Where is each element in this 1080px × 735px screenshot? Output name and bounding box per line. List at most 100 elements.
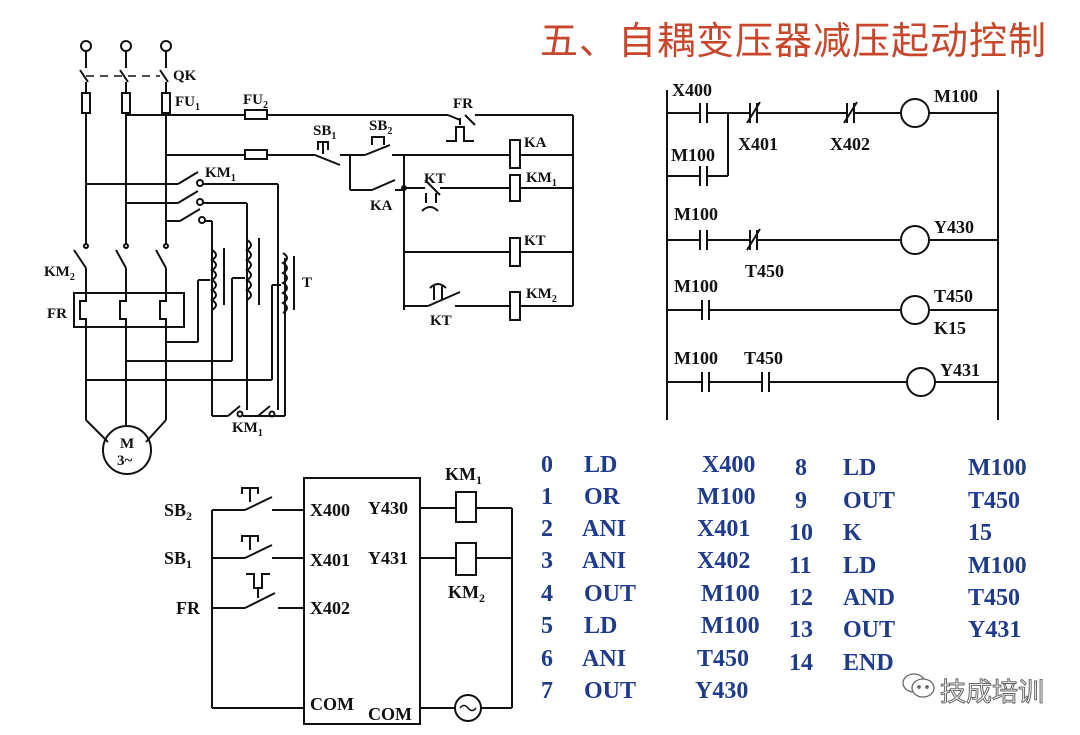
plc-terminal-com-out: COM — [368, 704, 412, 724]
main-circuit-diagram: QK FU1 FU2 KM1 KM2 FR T KM1 M 3~ SB1 SB2… — [44, 40, 574, 475]
step-number: 2 — [541, 516, 553, 542]
ladder-label-t450-r4: T450 — [744, 348, 783, 368]
plc-terminal-x401: X401 — [310, 550, 350, 570]
label-ka-coil: KA — [524, 135, 547, 151]
label-km2-coil: KM2 — [526, 286, 557, 305]
step-number: 8 — [795, 455, 807, 481]
plc-label-sb2: SB2 — [164, 500, 192, 523]
label-sb1: SB1 — [313, 123, 336, 142]
km2-main-contacts — [73, 243, 169, 292]
sb1-stop-button — [314, 141, 350, 166]
ladder-label-x402: X402 — [830, 134, 870, 154]
ladder-diagram: X400 X401 X402 M100 M100 M100 T450 Y430 … — [666, 80, 999, 420]
plc-output-km2-coil — [455, 542, 477, 576]
ladder-label-x401: X401 — [738, 134, 778, 154]
plc-terminal-com-in: COM — [310, 694, 354, 714]
step-number: 10 — [789, 520, 813, 546]
kt-no-delay-contact — [404, 283, 510, 307]
step-op: END — [843, 650, 894, 676]
step-operand: X401 — [697, 516, 751, 542]
ladder-label-t450-r2: T450 — [745, 261, 784, 281]
label-t: T — [302, 275, 312, 291]
step-operand: T450 — [697, 646, 750, 672]
kt-nc-delay-contact — [404, 179, 510, 212]
plc-terminal-y431: Y431 — [368, 548, 408, 568]
step-number: 3 — [541, 548, 553, 574]
label-fu2: FU2 — [243, 92, 268, 111]
step-op: OUT — [843, 617, 896, 643]
ka-coil — [509, 139, 521, 169]
step-operand: M100 — [968, 553, 1027, 579]
step-operand: X400 — [702, 452, 756, 478]
fr-thermal-relay — [73, 292, 185, 328]
step-operand: X402 — [697, 548, 751, 574]
ladder-label-m100-r4: M100 — [674, 348, 718, 368]
plc-input-fr — [212, 573, 304, 609]
plc-label-km1: KM1 — [445, 464, 482, 487]
step-op: ANI — [582, 646, 627, 672]
label-motor-phase: 3~ — [117, 453, 133, 469]
ladder-label-x400: X400 — [672, 80, 712, 100]
step-operand: M100 — [701, 613, 760, 639]
label-km1-bottom: KM1 — [232, 420, 263, 439]
step-op: K — [843, 520, 862, 546]
step-number: 6 — [541, 646, 553, 672]
kt-coil — [509, 237, 521, 267]
fu2-fuse — [244, 109, 268, 120]
ladder-label-coil-y431: Y431 — [940, 360, 980, 380]
km1-main-contacts — [86, 171, 279, 410]
ladder-label-m100-r3: M100 — [674, 276, 718, 296]
label-motor: M — [120, 436, 134, 452]
ladder-rung-4 — [667, 367, 998, 397]
step-number: 0 — [541, 452, 553, 478]
plc-output-km1-coil — [455, 491, 477, 523]
slide-title: 五、自耦变压器减压起动控制 — [540, 19, 1048, 63]
step-op: OR — [584, 484, 620, 510]
step-operand: 15 — [968, 520, 992, 546]
step-number: 9 — [795, 488, 807, 514]
watermark-text: 技成培训 — [939, 678, 1045, 709]
fu1-fuses — [81, 92, 171, 114]
terminals — [80, 40, 172, 68]
step-op: LD — [584, 613, 618, 639]
step-operand: Y431 — [968, 617, 1022, 643]
km1-coil — [509, 174, 521, 202]
ladder-label-coil-t450: T450 — [934, 286, 973, 306]
plc-label-fr: FR — [176, 598, 201, 618]
ladder-rung-3 — [667, 295, 998, 325]
step-op: LD — [843, 553, 877, 579]
label-fr: FR — [47, 306, 67, 322]
label-fu1: FU1 — [175, 94, 200, 113]
label-kt-upper: KT — [424, 171, 446, 187]
plc-terminal-x402: X402 — [310, 598, 350, 618]
plc-box — [303, 477, 421, 725]
step-op: OUT — [584, 678, 637, 704]
ka-hold-contact — [349, 155, 407, 310]
ladder-label-coil-m100: M100 — [934, 86, 978, 106]
step-number: 5 — [541, 613, 553, 639]
label-km1-coil: KM1 — [526, 170, 557, 189]
step-op: OUT — [843, 488, 896, 514]
label-ka-contact: KA — [370, 198, 393, 214]
ladder-label-k15: K15 — [934, 318, 966, 338]
step-op: OUT — [584, 581, 637, 607]
wechat-icon — [902, 673, 935, 698]
ladder-label-m100-parallel: M100 — [671, 145, 715, 165]
ladder-rung-2 — [667, 225, 998, 255]
ladder-label-m100-r2: M100 — [674, 204, 718, 224]
step-operand: T450 — [968, 585, 1021, 611]
step-number: 12 — [789, 585, 813, 611]
step-number: 7 — [541, 678, 553, 704]
label-qk: QK — [173, 68, 197, 84]
step-op: ANI — [582, 548, 627, 574]
step-operand: T450 — [968, 488, 1021, 514]
step-number: 13 — [789, 617, 813, 643]
km1-star-contacts — [211, 258, 286, 418]
plc-label-sb1: SB1 — [164, 548, 192, 571]
plc-input-sb1 — [212, 535, 304, 559]
label-fr-contact: FR — [453, 96, 473, 112]
step-op: LD — [584, 452, 618, 478]
plc-input-sb2 — [212, 487, 304, 511]
ladder-rung-1 — [667, 98, 998, 186]
